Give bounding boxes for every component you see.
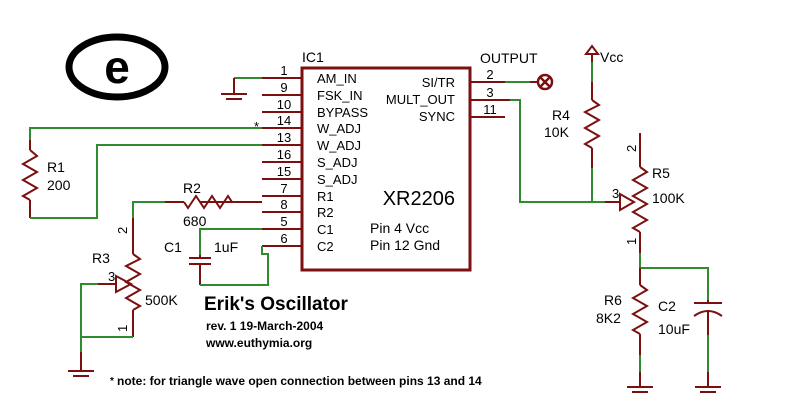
r5-resistor xyxy=(630,166,650,233)
pin-num-6: 6 xyxy=(280,231,287,246)
r6-resistor xyxy=(630,284,650,335)
ic-part: XR2206 xyxy=(383,188,455,210)
pin-name-sync: SYNC xyxy=(419,109,455,124)
c1-capacitor xyxy=(189,257,211,265)
pin-num-11: 11 xyxy=(483,102,497,117)
ic-left-pins xyxy=(262,77,302,247)
pin-num-10: 10 xyxy=(277,97,291,112)
pin-name-w-adj-14: W_ADJ xyxy=(317,121,361,136)
r3-pin3: 3 xyxy=(108,269,115,284)
footnote-text: note: for triangle wave open connection … xyxy=(117,374,482,388)
pin-name-r2: R2 xyxy=(317,205,334,220)
r1-value: 200 xyxy=(47,177,71,193)
c1-ref: C1 xyxy=(164,239,182,255)
ic-note-vcc: Pin 4 Vcc xyxy=(370,220,429,236)
ground-icon-r6 xyxy=(627,372,653,393)
ic-note-gnd: Pin 12 Gnd xyxy=(370,237,440,253)
pin-name-mult-out: MULT_OUT xyxy=(386,92,455,107)
r6-value: 8K2 xyxy=(596,310,621,326)
r4-resistor xyxy=(582,99,602,149)
r2-resistor xyxy=(183,194,233,210)
ic-body xyxy=(300,66,472,272)
r5-value: 100K xyxy=(652,190,685,206)
c1-value: 1uF xyxy=(214,239,238,255)
ground-icon-r3 xyxy=(68,352,94,377)
pin-num-8: 8 xyxy=(280,197,287,212)
r5-ref: R5 xyxy=(652,165,670,181)
pin-name-s-adj-16: S_ADJ xyxy=(317,155,357,170)
pin-num-16: 16 xyxy=(277,147,291,162)
c2-value: 10uF xyxy=(658,321,690,337)
revision: rev. 1 19-March-2004 xyxy=(206,319,324,333)
pin-name-s-adj-15: S_ADJ xyxy=(317,172,357,187)
r5-pin2: 2 xyxy=(624,145,639,152)
r1-ref: R1 xyxy=(47,159,65,175)
pin-num-15: 15 xyxy=(277,164,291,179)
ground-icon-c2 xyxy=(695,372,721,393)
output-terminal-icon xyxy=(536,73,554,91)
ground-icon-ic xyxy=(221,93,247,100)
r2-ref: R2 xyxy=(183,180,201,196)
website: www.euthymia.org xyxy=(205,336,312,350)
c2-ref: C2 xyxy=(658,298,676,314)
pin-num-2: 2 xyxy=(486,67,493,82)
title: Erik's Oscillator xyxy=(204,294,349,315)
r5-pin3: 3 xyxy=(612,186,619,201)
pin-name-bypass: BYPASS xyxy=(317,105,368,120)
pin-num-9: 9 xyxy=(280,80,287,95)
pin-num-3: 3 xyxy=(486,85,493,100)
output-label: OUTPUT xyxy=(480,50,538,66)
pin-num-13: 13 xyxy=(277,130,291,145)
vcc-icon xyxy=(584,44,600,55)
ic-ref: IC1 xyxy=(302,49,324,65)
pin14-asterisk: * xyxy=(254,119,259,134)
pin-name-fsk-in: FSK_IN xyxy=(317,88,363,103)
r3-ref: R3 xyxy=(92,250,110,266)
logo-letter: e xyxy=(104,41,130,93)
r3-value: 500K xyxy=(145,292,178,308)
r4-value: 10K xyxy=(544,124,570,140)
vcc-label: Vcc xyxy=(600,49,623,65)
r3-pin2: 2 xyxy=(115,227,130,234)
r5-pin1: 1 xyxy=(624,238,639,245)
pin-name-si-tr: SI/TR xyxy=(422,75,455,90)
r5-wiper-arrow xyxy=(619,192,637,212)
pin-num-14: 14 xyxy=(277,113,291,128)
pin-name-c1: C1 xyxy=(317,222,334,237)
logo-icon: e xyxy=(65,33,169,101)
pin-name-r1: R1 xyxy=(317,189,334,204)
r4-ref: R4 xyxy=(552,107,570,123)
pin-name-am-in: AM_IN xyxy=(317,71,357,86)
pin-name-c2: C2 xyxy=(317,239,334,254)
pin-name-w-adj-13: W_ADJ xyxy=(317,138,361,153)
r3-pin1: 1 xyxy=(115,325,130,332)
pin-num-1: 1 xyxy=(280,63,287,78)
footnote-marker: * xyxy=(110,376,114,387)
r2-value: 680 xyxy=(183,213,207,229)
r1-resistor xyxy=(20,149,40,201)
pin-num-5: 5 xyxy=(280,214,287,229)
pin-num-7: 7 xyxy=(280,181,287,196)
r6-ref: R6 xyxy=(604,292,622,308)
